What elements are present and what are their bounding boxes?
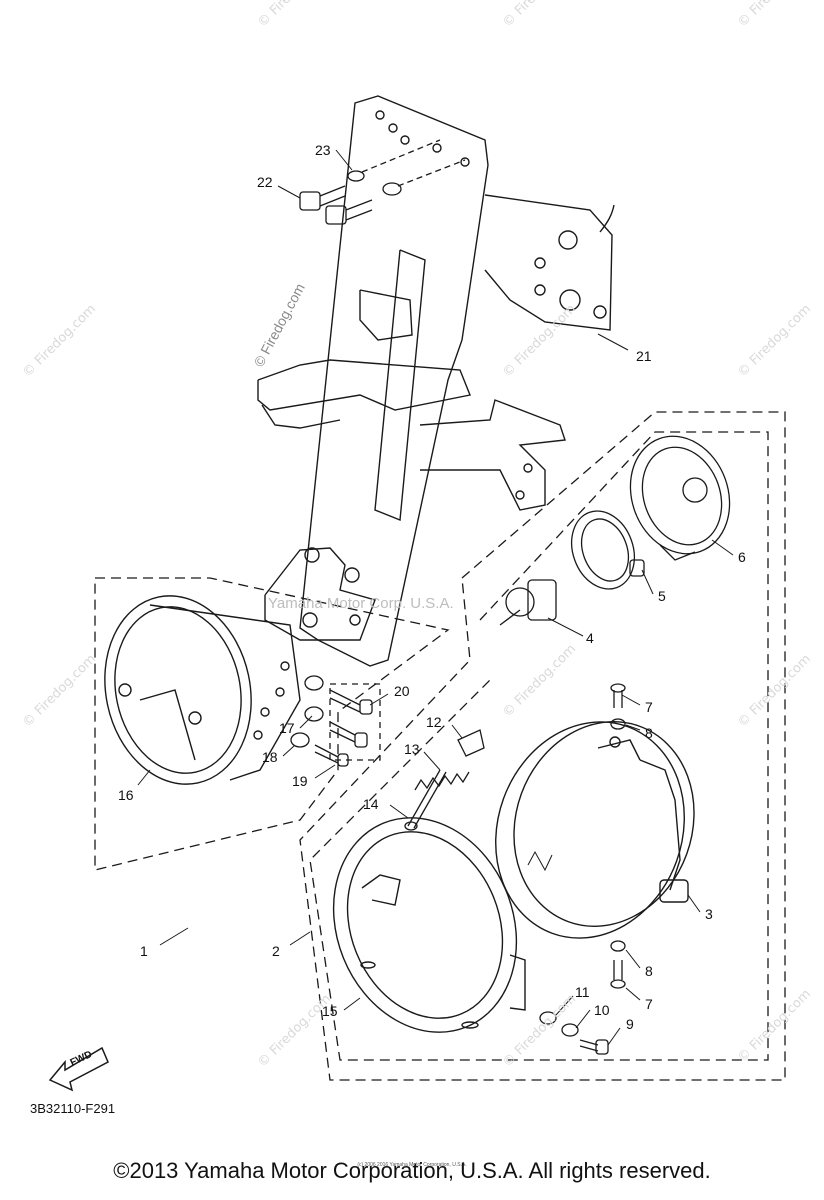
callout-11: 11 bbox=[575, 984, 590, 1000]
headlight-body-16 bbox=[104, 595, 301, 785]
callout-7b: 7 bbox=[645, 996, 653, 1012]
copyright-footer: ©2013 Yamaha Motor Corporation, U.S.A. A… bbox=[113, 1158, 711, 1183]
callout-19: 19 bbox=[292, 773, 308, 789]
copyright-small: (c) 2006 2016 Yamaha Motor Corporation, … bbox=[357, 1162, 467, 1168]
washer-23 bbox=[347, 139, 466, 196]
group-1-boundary bbox=[94, 577, 450, 871]
watermark-yamaha-diagram: Yamaha Motor Corp. U.S.A. bbox=[268, 595, 454, 612]
callout-18: 18 bbox=[262, 749, 278, 765]
callout-5: 5 bbox=[658, 588, 666, 604]
callout-8b: 8 bbox=[645, 963, 653, 979]
washer-8-bottom bbox=[610, 940, 626, 952]
callout-8: 8 bbox=[645, 725, 653, 741]
bolt-20 bbox=[329, 689, 373, 748]
callout-2: 2 bbox=[272, 943, 280, 959]
callout-16: 16 bbox=[118, 787, 134, 803]
bulb-holder-5 bbox=[571, 510, 645, 590]
fwd-arrow-icon bbox=[48, 1046, 109, 1092]
callout-3: 3 bbox=[705, 906, 713, 922]
bolt-9 bbox=[579, 1039, 609, 1055]
callout-4: 4 bbox=[586, 630, 594, 646]
callout-20: 20 bbox=[394, 683, 410, 699]
callout-13: 13 bbox=[404, 741, 420, 757]
screw-7-bottom bbox=[610, 960, 626, 989]
group-3-boundary bbox=[309, 431, 769, 1061]
callout-23: 23 bbox=[315, 142, 331, 158]
callout-6: 6 bbox=[738, 549, 746, 565]
bolt-19 bbox=[314, 744, 349, 767]
callout-21: 21 bbox=[636, 348, 652, 364]
washer-8-top bbox=[610, 718, 626, 730]
callout-1: 1 bbox=[140, 943, 148, 959]
diagram-code: 3B32110-F291 bbox=[30, 1101, 116, 1116]
nut-12 bbox=[457, 729, 485, 757]
leader-lines bbox=[137, 149, 734, 1046]
callout-7: 7 bbox=[645, 699, 653, 715]
callout-22: 22 bbox=[257, 174, 273, 190]
screw-7-top bbox=[610, 683, 626, 708]
washer-11 bbox=[539, 1011, 557, 1025]
callout-9: 9 bbox=[626, 1016, 634, 1032]
fwd-label: FWD bbox=[69, 1049, 94, 1069]
washer-10 bbox=[561, 1023, 579, 1037]
callout-10: 10 bbox=[594, 1002, 610, 1018]
collar-18 bbox=[290, 732, 310, 748]
watermark-firedog-diagram: © Firedog.com bbox=[251, 281, 308, 370]
callout-12: 12 bbox=[426, 714, 442, 730]
spring-13 bbox=[414, 771, 470, 791]
headlight-bracket bbox=[257, 95, 615, 667]
screw-14 bbox=[404, 769, 447, 831]
group-2-boundary bbox=[299, 411, 786, 1081]
collar-17 bbox=[304, 675, 324, 722]
callout-17: 17 bbox=[279, 720, 295, 736]
bolt-22 bbox=[299, 185, 373, 225]
callout-15: 15 bbox=[322, 1003, 338, 1019]
callout-14: 14 bbox=[363, 796, 379, 812]
bulb-4 bbox=[499, 579, 557, 626]
bulb-cover-6 bbox=[629, 435, 731, 561]
headlight-unit-3 bbox=[495, 721, 695, 939]
